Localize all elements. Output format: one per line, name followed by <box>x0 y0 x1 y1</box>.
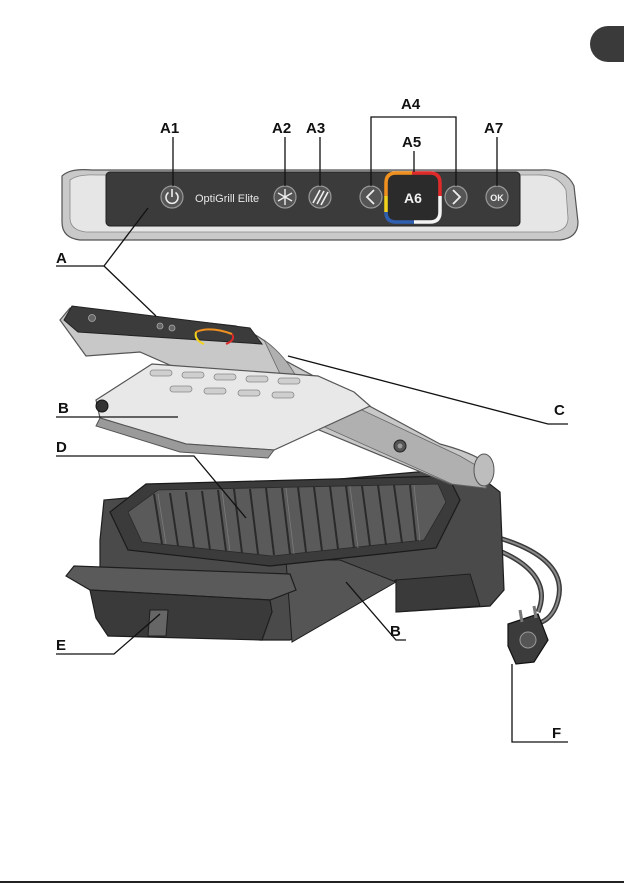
display-code: A6 <box>404 190 422 206</box>
label-f: F <box>552 725 561 742</box>
label-e: E <box>56 637 66 654</box>
manual-mode-button[interactable] <box>309 186 331 208</box>
plug-icon <box>508 606 548 664</box>
label-b-lid: B <box>58 400 69 417</box>
label-a5: A5 <box>402 134 421 151</box>
ok-icon: OK <box>490 193 504 203</box>
label-a2: A2 <box>272 120 291 137</box>
right-arrow-button[interactable] <box>445 186 467 208</box>
label-a3: A3 <box>306 120 325 137</box>
label-c: C <box>554 402 565 419</box>
page-rule <box>0 881 624 883</box>
brand-label: OptiGrill Elite <box>195 193 259 205</box>
leader-a-lid <box>104 266 156 316</box>
power-button[interactable] <box>161 186 183 208</box>
grill-lid <box>60 306 494 488</box>
label-a4: A4 <box>401 96 421 113</box>
drip-tray <box>66 566 296 640</box>
label-a1: A1 <box>160 120 179 137</box>
label-a7: A7 <box>484 120 503 137</box>
label-a: A <box>56 250 67 267</box>
label-b-base: B <box>390 623 401 640</box>
left-arrow-button[interactable] <box>360 186 382 208</box>
frozen-button[interactable] <box>274 186 296 208</box>
label-d: D <box>56 439 67 456</box>
ok-button[interactable]: OK <box>486 186 508 208</box>
